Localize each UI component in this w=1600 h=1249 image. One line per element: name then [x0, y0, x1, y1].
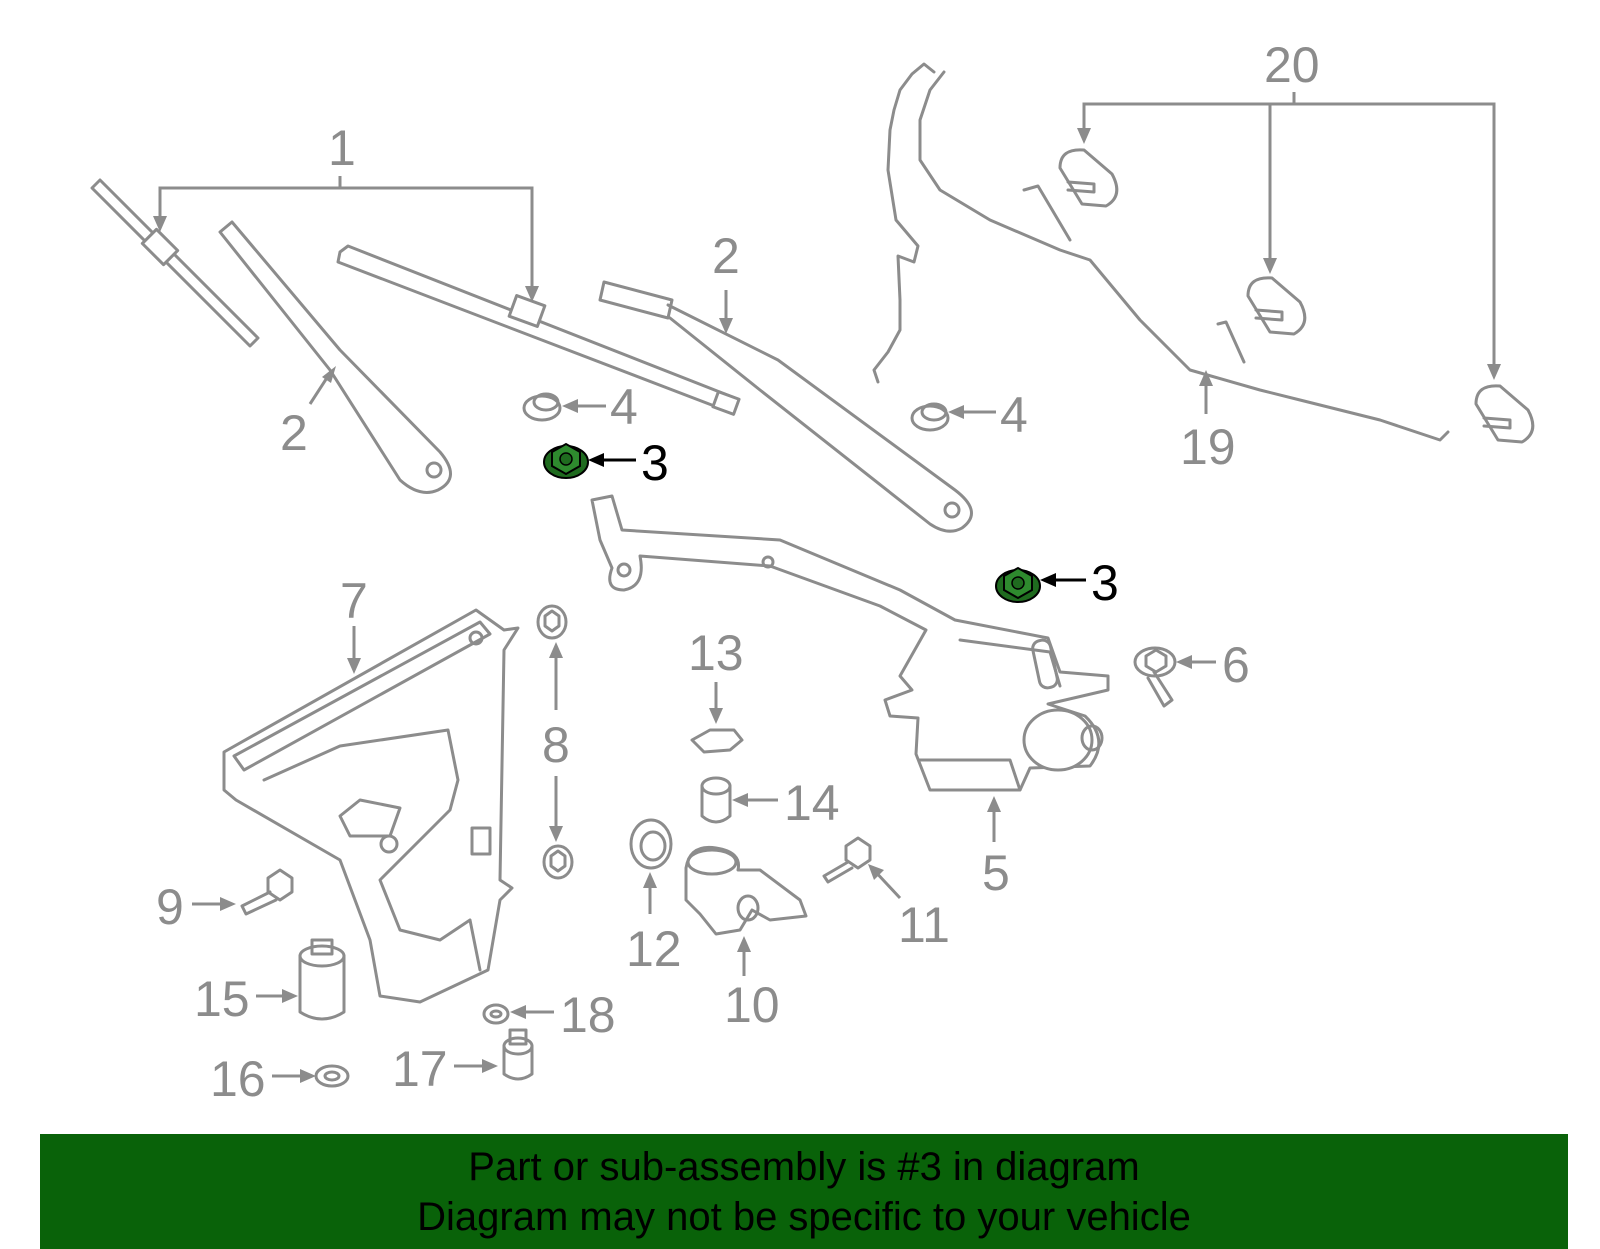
- part-10-washer-pump: [684, 845, 808, 936]
- callout-2b: 2: [712, 228, 740, 284]
- leader-13: [709, 682, 723, 724]
- part-19-washer-hose: [872, 62, 1450, 442]
- part-18-seal: [482, 1003, 510, 1025]
- leader-9: [192, 897, 236, 911]
- leader-19: [1199, 370, 1213, 414]
- part-16-seal-ring: [314, 1064, 350, 1088]
- callout-11: 11: [898, 897, 950, 953]
- leader-14: [732, 793, 778, 807]
- callout-5: 5: [982, 845, 1010, 901]
- callout-10: 10: [724, 977, 780, 1033]
- leader-17: [454, 1059, 498, 1073]
- callout-12: 12: [626, 921, 682, 977]
- callout-15: 15: [194, 971, 250, 1027]
- callout-6: 6: [1222, 637, 1250, 693]
- callout-4a: 4: [610, 379, 638, 435]
- callout-17: 17: [392, 1041, 448, 1097]
- callout-1: 1: [328, 120, 356, 176]
- callout-16: 16: [210, 1051, 266, 1107]
- part-3-nut-right: [995, 566, 1041, 603]
- part-7-washer-reservoir: [222, 608, 520, 1004]
- part-1-wiper-blade-left: [90, 178, 260, 348]
- leader-11: [868, 864, 902, 900]
- part-20-nozzle-2: [1246, 276, 1307, 336]
- leader-1: [153, 176, 539, 302]
- callout-9: 9: [156, 879, 184, 935]
- leader-6: [1176, 655, 1216, 669]
- part-17-fitting: [502, 1028, 534, 1081]
- callout-2a: 2: [280, 405, 308, 461]
- callout-19: 19: [1180, 419, 1236, 475]
- leader-3: [588, 453, 1086, 587]
- part-4-cap-left: [522, 392, 562, 422]
- callout-3a: 3: [641, 435, 669, 491]
- part-4-cap-right: [910, 402, 950, 432]
- part-20-nozzle-3: [1474, 384, 1535, 444]
- part-2-wiper-arm-right: [598, 280, 973, 533]
- callout-14: 14: [784, 775, 840, 831]
- part-20-nozzle-1: [1058, 148, 1119, 208]
- callout-20: 20: [1264, 37, 1320, 93]
- info-banner: Part or sub-assembly is #3 in diagram Di…: [40, 1134, 1568, 1249]
- leader-15: [256, 989, 298, 1003]
- leader-7: [347, 626, 361, 674]
- part-12-grommet: [629, 818, 673, 870]
- callout-18: 18: [560, 987, 616, 1043]
- part-2-wiper-arm-left: [218, 220, 452, 494]
- banner-line-part: Part or sub-assembly is #3 in diagram: [468, 1145, 1140, 1189]
- callout-4b: 4: [1000, 387, 1028, 443]
- part-3-nut-left: [543, 442, 589, 479]
- leader-10: [737, 936, 751, 976]
- leader-2: [308, 290, 733, 405]
- leader-16: [272, 1069, 316, 1083]
- part-8-nut-bottom: [542, 844, 574, 880]
- part-11-bolt: [822, 836, 872, 884]
- part-1-wiper-blade-right: [336, 244, 741, 416]
- callout-7: 7: [340, 573, 368, 629]
- banner-line-disclaimer: Diagram may not be specific to your vehi…: [417, 1195, 1191, 1239]
- leader-4: [562, 399, 996, 419]
- part-14-sleeve: [700, 776, 732, 824]
- part-5-wiper-linkage-motor: [590, 494, 1110, 792]
- leader-5: [987, 796, 1001, 842]
- leader-18: [510, 1005, 554, 1019]
- part-8-nut-top: [536, 604, 568, 640]
- callout-8: 8: [542, 717, 570, 773]
- leader-12: [643, 872, 657, 914]
- callout-13: 13: [688, 625, 744, 681]
- part-9-bolt: [240, 868, 294, 916]
- callout-3b: 3: [1091, 555, 1119, 611]
- leader-20: [1077, 92, 1501, 380]
- part-15-level-sensor: [298, 938, 346, 1021]
- part-13-seal: [690, 728, 744, 754]
- leader-8: [549, 642, 563, 842]
- part-6-bolt: [1133, 646, 1177, 708]
